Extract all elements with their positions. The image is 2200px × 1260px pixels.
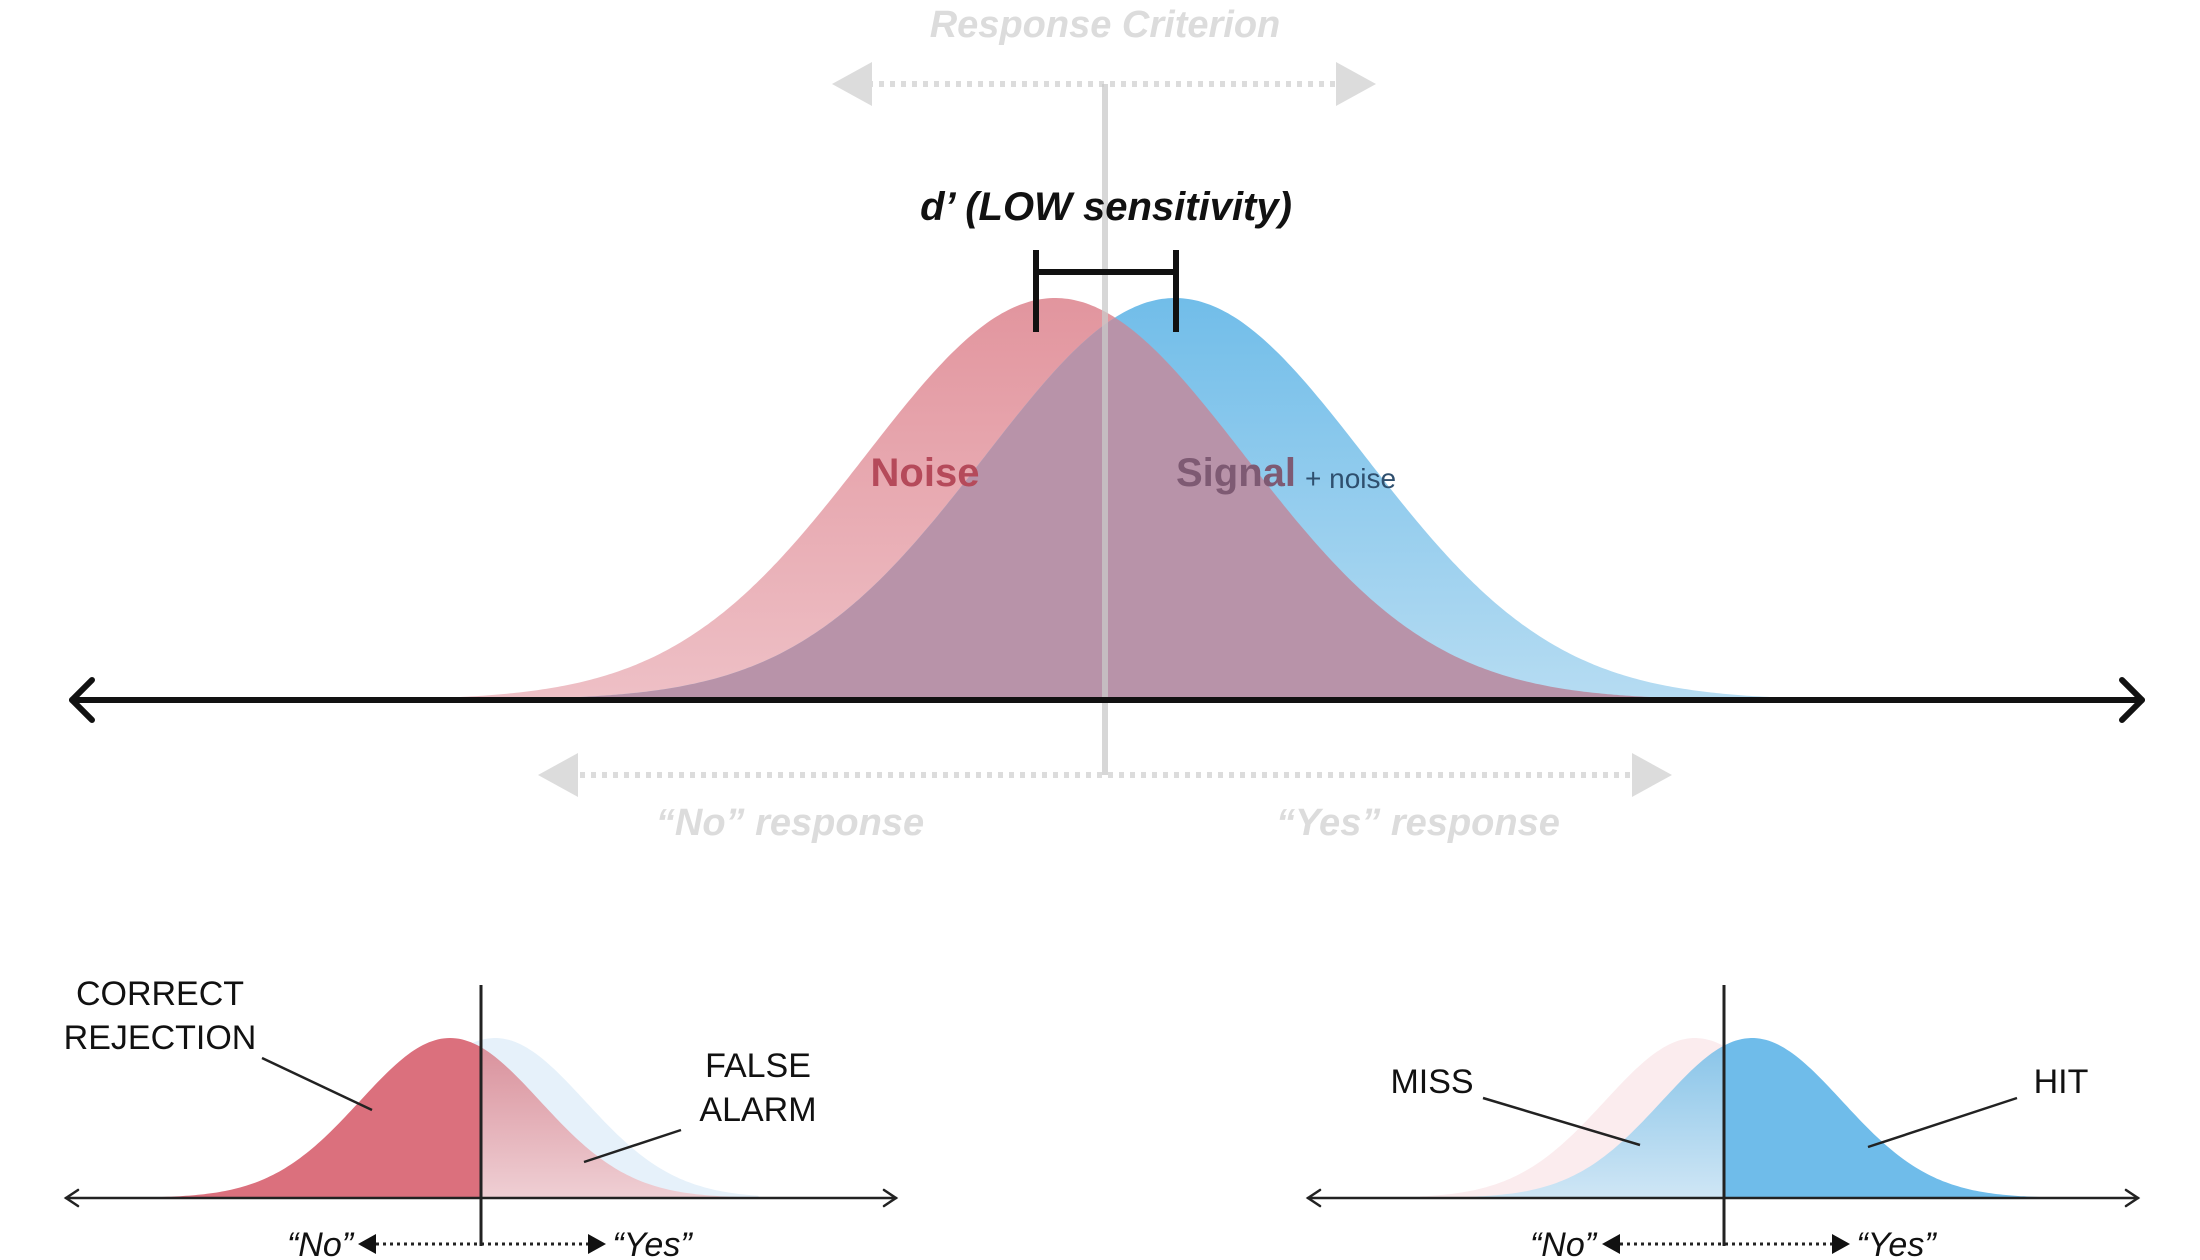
hit-label: HIT xyxy=(2034,1063,2089,1101)
hit-leader xyxy=(1867,1096,2018,1149)
dprime-bracket xyxy=(1033,250,1179,332)
yes-response-label: “Yes” response xyxy=(1276,802,1560,844)
right-yes-label: “Yes” xyxy=(1856,1226,1937,1260)
overlap-region xyxy=(520,298,1700,700)
miss-region xyxy=(1460,1045,1724,1198)
left-yes-label: “Yes” xyxy=(612,1226,693,1260)
false-alarm-label-line2: ALARM xyxy=(699,1091,816,1129)
correct-rejection-label-line2: REJECTION xyxy=(64,1019,257,1057)
left-no-label: “No” xyxy=(287,1226,355,1260)
right-response-arrow xyxy=(1602,1234,1850,1254)
right-panel: MISS HIT “No” “Yes” xyxy=(1305,985,2141,1260)
correct-rejection-leader xyxy=(261,1056,373,1112)
false-alarm-leader xyxy=(583,1128,682,1164)
right-axis xyxy=(1305,1188,2141,1208)
response-arrow xyxy=(538,753,1672,797)
left-response-arrow xyxy=(358,1234,606,1254)
left-panel: CORRECT REJECTION FALSE ALARM “No” “Yes” xyxy=(63,975,899,1260)
dprime-label: d’ (LOW sensitivity) xyxy=(920,185,1292,229)
miss-label: MISS xyxy=(1390,1063,1473,1101)
no-response-label: “No” response xyxy=(656,802,924,844)
main-axis xyxy=(69,677,2145,723)
false-alarm-region xyxy=(481,1047,740,1198)
correct-rejection-label-line1: CORRECT xyxy=(76,975,244,1013)
miss-leader xyxy=(1482,1096,1641,1147)
hit-region xyxy=(1724,1038,2040,1198)
noise-label: Noise xyxy=(871,451,980,495)
false-alarm-label-line1: FALSE xyxy=(705,1047,811,1085)
left-axis xyxy=(63,1188,899,1208)
right-no-label: “No” xyxy=(1530,1226,1598,1260)
response-criterion-label: Response Criterion xyxy=(930,4,1281,46)
signal-label: Signal xyxy=(1176,451,1296,495)
correct-rejection-region xyxy=(150,1038,481,1198)
signal-suffix-label: + noise xyxy=(1305,463,1396,494)
